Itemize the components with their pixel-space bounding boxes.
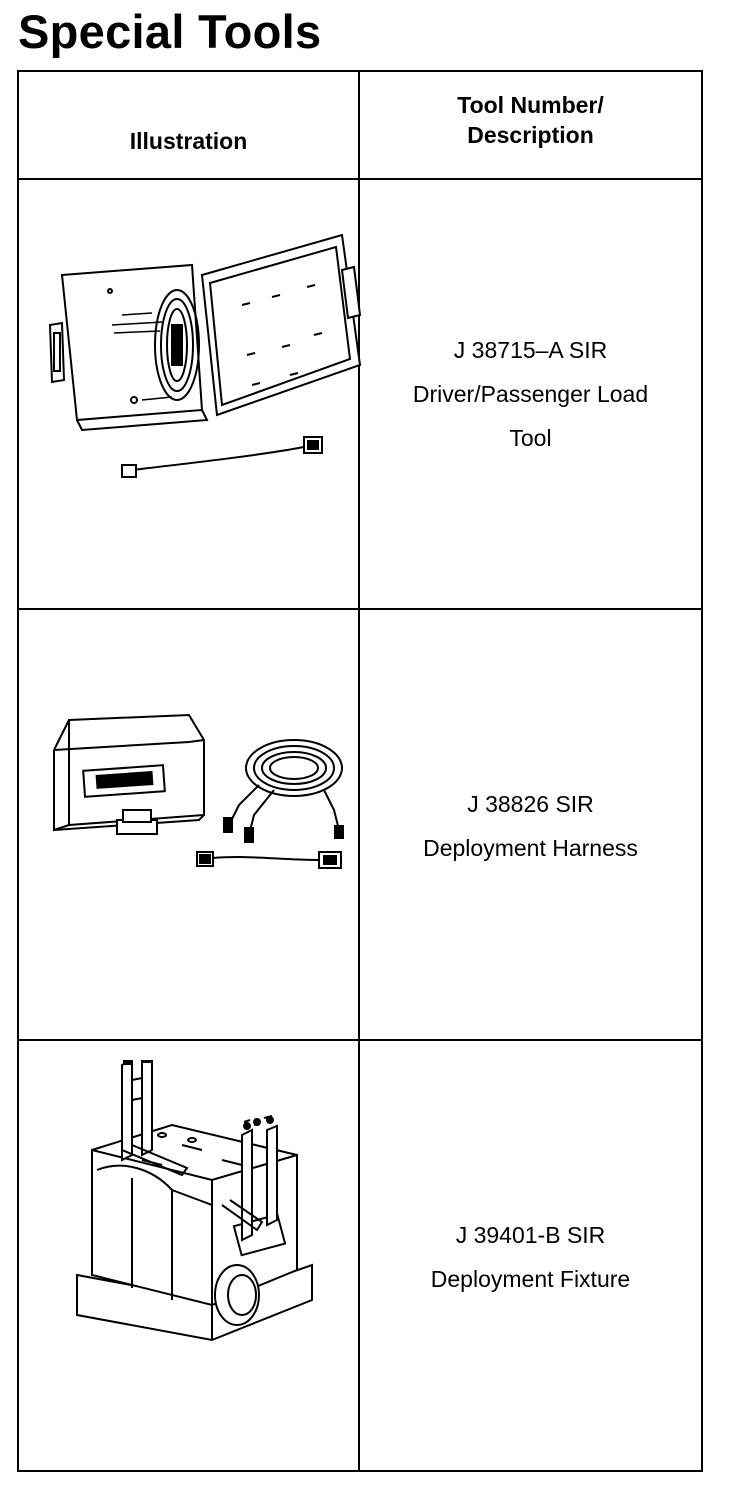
table-border-right — [701, 70, 703, 1472]
load-tool-case-illustration — [42, 225, 362, 485]
tool-name-3: Deployment Fixture — [430, 1266, 631, 1292]
tool-description-3: J 39401-B SIR Deployment Fixture — [360, 1213, 701, 1301]
row-divider-1 — [17, 608, 703, 610]
tool-number-1: J 38715–A SIR — [453, 337, 608, 363]
special-tools-table: Illustration Tool Number/ Description J … — [17, 70, 703, 1472]
tool-name-1: Driver/Passenger Load — [412, 381, 649, 407]
page-title: Special Tools — [18, 5, 322, 58]
row-divider-2 — [17, 1039, 703, 1041]
table-border-left — [17, 70, 19, 1472]
tool-name-1-cont: Tool — [509, 425, 552, 451]
table-border-bottom — [17, 1470, 703, 1472]
table-border-top — [17, 70, 703, 72]
tool-description-2: J 38826 SIR Deployment Harness — [360, 782, 701, 870]
header-illustration: Illustration — [129, 128, 248, 154]
header-tool-number: Tool Number/ Description — [457, 92, 604, 148]
tool-number-3: J 39401-B SIR — [455, 1222, 606, 1248]
header-divider — [17, 178, 703, 180]
tool-number-2: J 38826 SIR — [467, 791, 594, 817]
column-divider — [358, 70, 360, 1472]
tool-description-1: J 38715–A SIR Driver/Passenger Load Tool — [360, 328, 701, 460]
deployment-fixture-illustration — [72, 1060, 332, 1440]
deployment-harness-illustration — [39, 710, 349, 880]
tool-name-2: Deployment Harness — [423, 835, 638, 861]
